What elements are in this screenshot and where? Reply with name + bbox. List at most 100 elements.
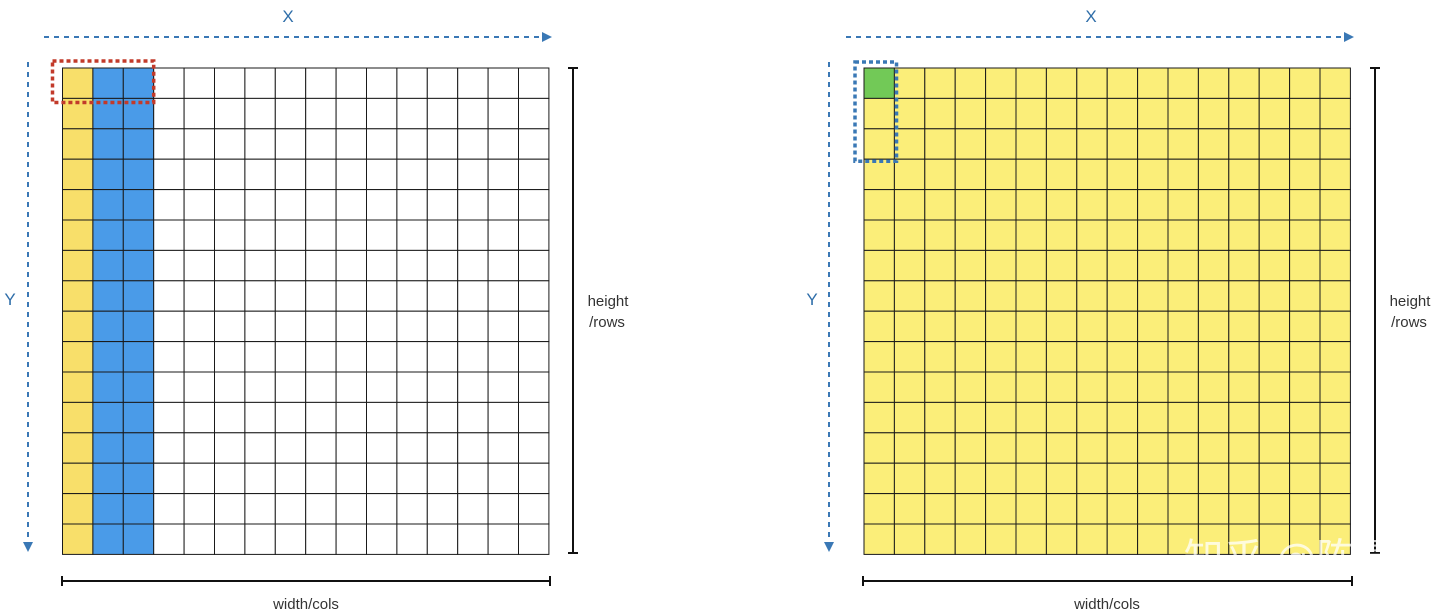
left-grid-cell [426,523,459,555]
right-grid-cell [1258,371,1291,403]
right-grid-cell [924,219,956,251]
left-grid-cell [122,462,155,495]
left-grid-cell [305,462,337,495]
left-grid-cell [183,523,216,555]
right-grid-cell [924,280,956,312]
right-grid-cell [1319,97,1351,130]
left-grid-cell [244,280,276,312]
right-grid-cell [954,158,987,191]
left-grid-cell [214,341,246,373]
right-grid-cell [1258,401,1291,434]
right-grid-cell [1015,128,1047,160]
right-grid-cell [1197,401,1230,434]
left-grid-cell [122,128,155,160]
left-grid-cell [366,371,398,403]
right-grid-cell [985,401,1017,434]
left-grid-cell [122,371,155,403]
left-grid-cell [518,189,550,221]
left-grid-cell [426,97,459,130]
left-grid-cell [274,189,307,221]
left-grid-cell [122,280,155,312]
left-grid-cell [62,310,94,343]
left-grid-cell [92,280,124,312]
left-grid-cell [92,371,124,403]
left-grid-cell [62,219,94,251]
left-grid-cell [305,280,337,312]
left-grid-cell [92,67,124,99]
left-grid-cell [335,462,368,495]
right-grid-cell [1137,462,1169,495]
right-grid-cell [1258,158,1291,191]
left-grid-cell [153,128,185,160]
right-grid-cell [1228,219,1260,251]
left-grid-cell [518,128,550,160]
right-grid-cell [893,249,926,282]
left-grid-cell [335,371,368,403]
right-grid-cell [985,128,1017,160]
left-grid-cell [426,493,459,525]
left-grid-cell [305,523,337,555]
right-grid-cell [1045,219,1078,251]
left-grid-cell [396,432,428,464]
left-grid-cell [305,128,337,160]
right-grid-cell [893,432,926,464]
left-grid-cell [366,401,398,434]
left-grid-cell [366,280,398,312]
left-grid-cell [214,249,246,282]
left-grid-cell [244,432,276,464]
right-grid-cell [1167,219,1199,251]
right-grid-cell [985,97,1017,130]
right-grid-cell [1106,371,1139,403]
right-grid-cell [954,128,987,160]
left-grid-cell [62,249,94,282]
left-grid-cell [183,401,216,434]
right-grid-cell [1167,371,1199,403]
left-grid-cell [153,310,185,343]
right-grid-cell [1106,523,1139,555]
left-grid-cell [122,219,155,251]
left-grid-cell [305,432,337,464]
right-grid-cell [985,67,1017,99]
right-grid-cell [1197,371,1230,403]
right-grid-cell [1167,189,1199,221]
left-grid-cell [183,462,216,495]
left-grid-cell [305,401,337,434]
right-grid-cell [1228,249,1260,282]
left-grid-cell [62,158,94,191]
left-grid-cell [183,128,216,160]
left-grid-cell [183,371,216,403]
right-grid-cell [924,432,956,464]
right-grid-cell [1319,493,1351,525]
right-grid-cell [1015,462,1047,495]
left-grid-cell [305,310,337,343]
left-grid-cell [153,401,185,434]
right-grid-cell [1015,432,1047,464]
left-grid-cell [518,462,550,495]
left-grid-cell [518,310,550,343]
left-grid-cell [274,523,307,555]
right-grid-cell [1289,219,1321,251]
right-grid-cell [1045,67,1078,99]
left-grid-cell [396,493,428,525]
right-grid-cell [985,158,1017,191]
right-grid-cell [1258,462,1291,495]
right-grid-cell [1197,432,1230,464]
right-grid-cell [1167,249,1199,282]
right-grid-cell [893,523,926,555]
left-grid-cell [214,97,246,130]
right-grid-cell [1045,401,1078,434]
left-grid-cell [396,67,428,99]
right-grid-cell [863,280,895,312]
left-grid-cell [122,523,155,555]
left-grid-cell [487,523,520,555]
left-grid-cell [244,158,276,191]
left-grid-cell [366,462,398,495]
left-grid-cell [122,493,155,525]
left-height-label-line2: /rows [589,314,625,331]
left-grid-cell [214,219,246,251]
right-grid-cell [1197,310,1230,343]
right-grid-cell [1289,310,1321,343]
right-grid-cell [1289,249,1321,282]
right-grid-cell [1076,189,1108,221]
right-grid-cell [1197,128,1230,160]
